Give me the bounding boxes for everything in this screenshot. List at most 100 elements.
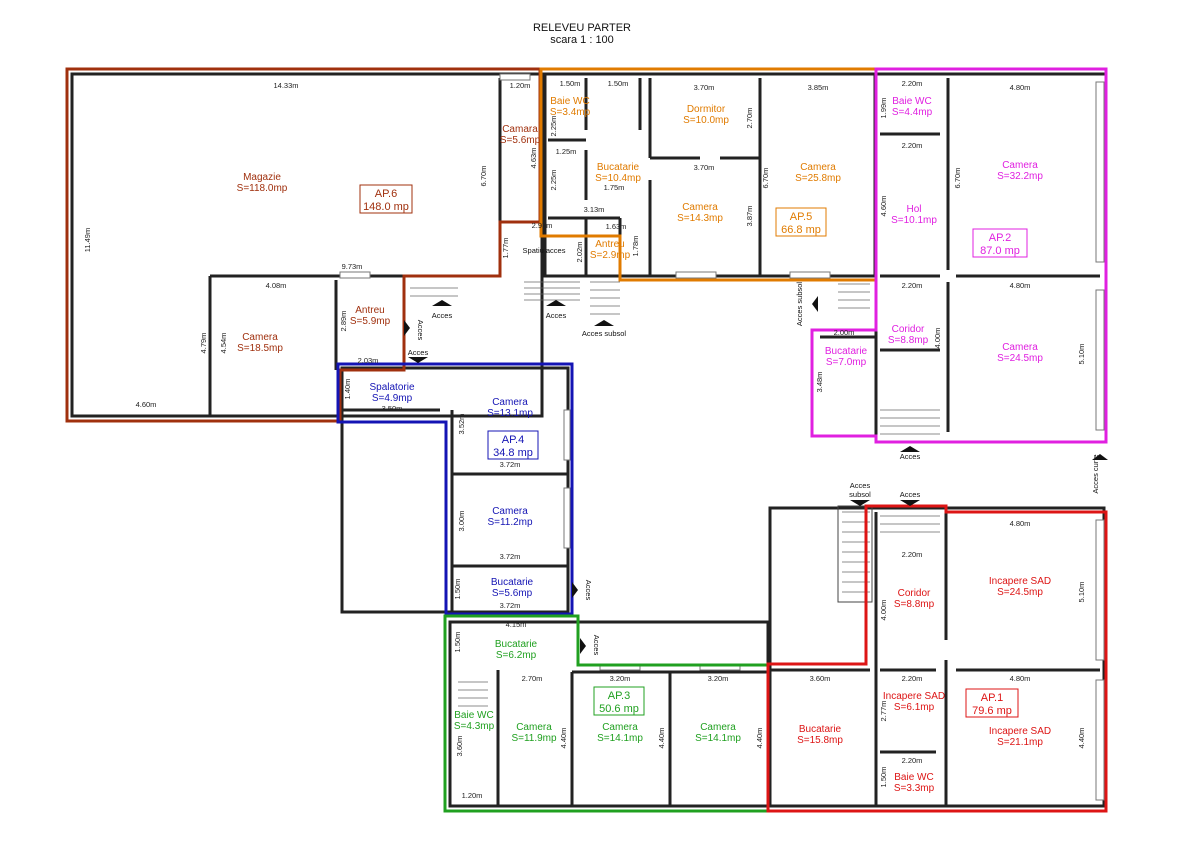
room-area: S=6.2mp (496, 650, 537, 661)
room-area: S=8.8mp (888, 335, 929, 346)
room-area: S=6.1mp (894, 702, 935, 713)
room-area: S=3.4mp (550, 107, 591, 118)
dimension-label: 4.08m (266, 281, 287, 290)
dimension-label: 2.77m (879, 701, 888, 722)
svg-text:50.6 mp: 50.6 mp (599, 703, 639, 715)
dimension-label: 3.70m (694, 163, 715, 172)
room-area: S=32.2mp (997, 171, 1043, 182)
room-area: S=14.1mp (695, 733, 741, 744)
dimension-label: 3.72m (500, 460, 521, 469)
room-area: S=7.0mp (826, 357, 867, 368)
room-area: S=4.4mp (892, 107, 933, 118)
access-label: Acces (546, 311, 567, 320)
dimension-label: 3.60m (455, 736, 464, 757)
ap4-outline (336, 362, 574, 616)
dimension-label: 4.40m (755, 728, 764, 749)
ap2-label: AP.2 87.0 mp (972, 228, 1028, 258)
room-area: S=5.9mp (350, 316, 391, 327)
room-area: S=14.3mp (677, 213, 723, 224)
dimension-label: 11.49m (83, 228, 92, 252)
room-name: Camera (492, 506, 528, 517)
dimension-label: 4.40m (559, 728, 568, 749)
access-markers: Acces Acces Acces subsol Acces Acces Acc… (404, 246, 1108, 655)
room-name: Camera (1002, 342, 1038, 353)
dimension-label: 1.75m (604, 183, 625, 192)
room-name: Antreu (355, 305, 384, 316)
room-name: Coridor (892, 324, 925, 335)
dimension-label: 3.00m (457, 511, 466, 532)
spatiu-acces-label: Spatiu acces (523, 246, 566, 255)
room-name: Magazie (243, 172, 281, 183)
room-area: S=10.4mp (595, 173, 641, 184)
svg-text:AP.4: AP.4 (502, 434, 524, 446)
room-name: Camera (1002, 160, 1038, 171)
room-area: S=14.1mp (597, 733, 643, 744)
dimension-label: 4.15m (506, 620, 527, 629)
room-area: S=10.1mp (891, 215, 937, 226)
room-area: S=4.3mp (454, 721, 495, 732)
svg-text:148.0 mp: 148.0 mp (363, 201, 409, 213)
dimension-label: 1.50m (453, 579, 462, 600)
plan-title: RELEVEU PARTER (533, 22, 631, 34)
room-name: Baie WC (454, 710, 493, 721)
access-subsol-label-2: subsol (849, 490, 871, 499)
dimension-label: 1.50m (560, 79, 581, 88)
room-name: Camera (492, 397, 528, 408)
room-area: S=25.8mp (795, 173, 841, 184)
room-name: Hol (906, 204, 921, 215)
room-area: S=18.5mp (237, 343, 283, 354)
dimension-label: 2.70m (745, 108, 754, 129)
dimension-label: 1.50m (608, 79, 629, 88)
dimension-label: 4.80m (1010, 674, 1031, 683)
svg-text:66.8 mp: 66.8 mp (781, 224, 821, 236)
access-label: Acces (416, 320, 425, 341)
dimension-label: 3.87m (745, 206, 754, 227)
dimension-label: 1.77m (501, 238, 510, 259)
room-name: Baie WC (894, 772, 933, 783)
access-curte-label: Acces curte (1091, 454, 1100, 493)
dimension-label: 3.72m (500, 552, 521, 561)
access-label: Acces (592, 635, 601, 656)
room-name: Incapere SAD (989, 726, 1051, 737)
room-area: S=24.5mp (997, 353, 1043, 364)
dimension-label: 4.63m (529, 148, 538, 169)
room-name: Baie WC (550, 96, 589, 107)
room-name: Camera (516, 722, 552, 733)
dimension-label: 1.25m (556, 147, 577, 156)
room-area: S=13.1mp (487, 408, 533, 419)
dimension-label: 2.20m (902, 756, 923, 765)
dimension-label: 4.80m (1010, 281, 1031, 290)
plan-scale: scara 1 : 100 (550, 34, 614, 46)
dimension-label: 2.00m (834, 328, 855, 337)
dimension-label: 2.89m (339, 311, 348, 332)
dimension-label: 4.60m (136, 400, 157, 409)
svg-text:AP.3: AP.3 (608, 690, 630, 702)
room-name: Dormitor (687, 104, 726, 115)
dimension-label: 1.20m (510, 81, 531, 90)
ap1-outline (766, 504, 1108, 813)
room-area: S=4.9mp (372, 393, 413, 404)
dimension-label: 1.40m (343, 379, 352, 400)
dimension-label: 2.70m (522, 674, 543, 683)
ap1-label: AP.1 79.6 mp (965, 688, 1019, 718)
room-area: S=3.3mp (894, 783, 935, 794)
dimension-label: 2.20m (902, 674, 923, 683)
dimension-label: 4.40m (1077, 728, 1086, 749)
svg-text:87.0 mp: 87.0 mp (980, 245, 1020, 257)
room-area: S=11.9mp (511, 733, 557, 744)
dimension-label: 2.20m (902, 79, 923, 88)
ap3-label: AP.3 50.6 mp (593, 686, 645, 716)
svg-text:34.8 mp: 34.8 mp (493, 447, 533, 459)
dimension-label: 3.20m (708, 674, 729, 683)
svg-text:AP.6: AP.6 (375, 188, 397, 200)
dimension-label: 3.50m (382, 404, 403, 413)
dimension-label: 2.25m (549, 170, 558, 191)
dimension-label: 3.60m (810, 674, 831, 683)
room-name: Baie WC (892, 96, 931, 107)
dimension-label: 3.85m (808, 83, 829, 92)
access-label: Acces (584, 580, 593, 601)
svg-text:AP.1: AP.1 (981, 692, 1003, 704)
dimension-label: 9.73m (342, 262, 363, 271)
room-area: S=5.6mp (500, 135, 541, 146)
room-name: Camera (682, 202, 718, 213)
